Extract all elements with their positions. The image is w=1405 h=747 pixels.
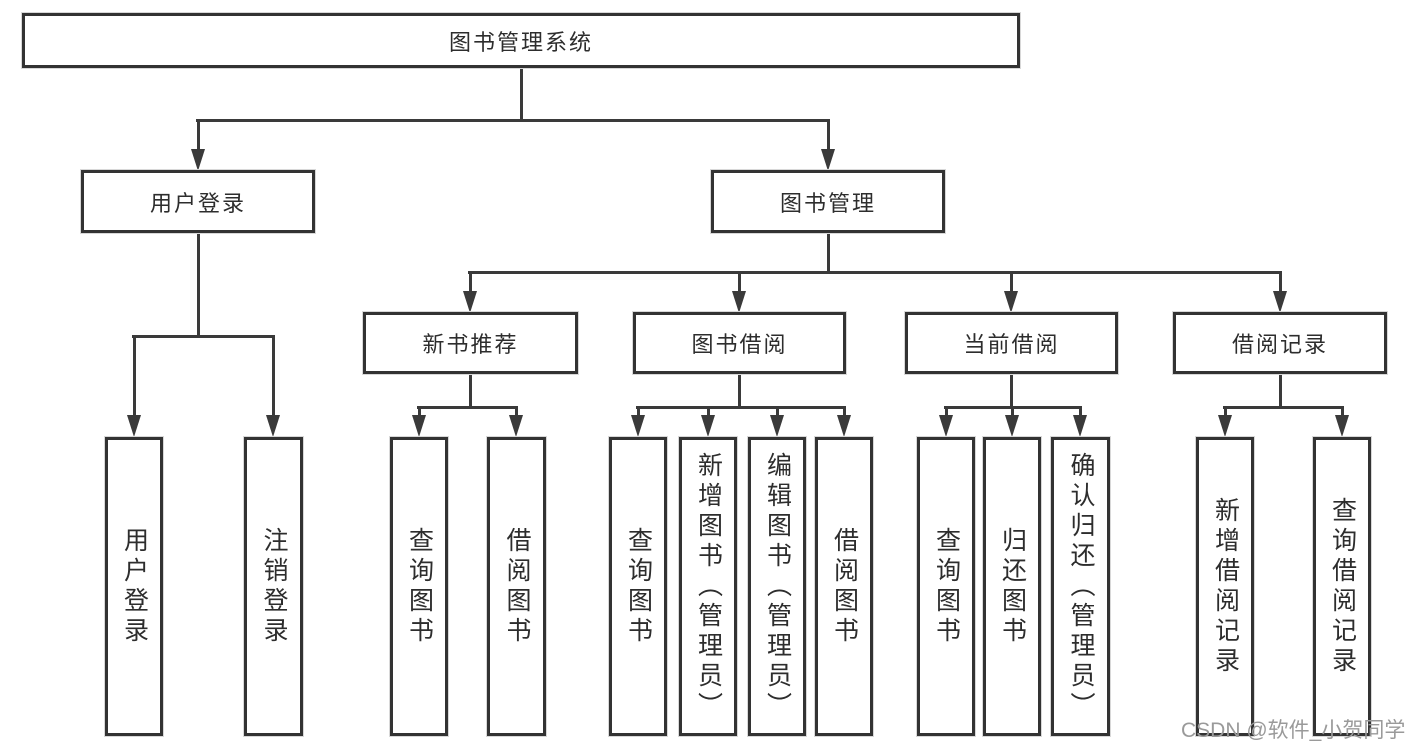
node-label-leaf-logout: 注销登录 <box>260 526 288 647</box>
node-label-leaf-add-book-admin: 新增图书（管理员） <box>694 451 723 722</box>
connector-arrow-line-14 <box>944 406 948 421</box>
arrowhead-icon-12 <box>770 415 784 437</box>
connector-arrow-line-8 <box>417 406 421 421</box>
connector-arrow-line-6 <box>1009 271 1013 297</box>
node-label-leaf-query-book-1: 查询图书 <box>405 526 434 647</box>
connector-hbar-1 <box>132 335 275 338</box>
node-label-leaf-return-book: 归还图书 <box>998 526 1027 647</box>
node-leaf-borrow-book-1: 借阅图书 <box>487 437 546 736</box>
node-label-book-management: 图书管理 <box>779 190 876 216</box>
connector-arrow-line-1 <box>826 119 830 155</box>
connector-arrow-line-5 <box>737 271 741 297</box>
arrowhead-icon-15 <box>1005 415 1019 437</box>
arrowhead-icon-6 <box>1004 291 1018 313</box>
arrowhead-icon-17 <box>1218 415 1232 437</box>
connector-hbar-2 <box>468 271 1282 274</box>
connector-arrow-line-15 <box>1010 406 1014 421</box>
connector-arrow-line-0 <box>196 119 200 155</box>
arrowhead-icon-13 <box>837 415 851 437</box>
node-user-login: 用户登录 <box>81 170 315 233</box>
connector-stem-1 <box>196 233 200 337</box>
node-leaf-query-borrow-record: 查询借阅记录 <box>1313 437 1371 736</box>
arrowhead-icon-9 <box>509 415 523 437</box>
node-leaf-user-login: 用户登录 <box>105 437 163 736</box>
node-leaf-query-book-3: 查询图书 <box>917 437 975 736</box>
connector-arrow-line-2 <box>132 335 136 421</box>
node-label-leaf-edit-book-admin: 编辑图书（管理员） <box>763 451 792 722</box>
node-leaf-logout: 注销登录 <box>244 437 303 736</box>
connector-arrow-line-9 <box>514 406 518 421</box>
node-label-leaf-query-book-3: 查询图书 <box>932 526 961 647</box>
connector-stem-0 <box>519 68 523 121</box>
node-leaf-edit-book-admin: 编辑图书（管理员） <box>748 437 806 736</box>
node-label-borrow-records: 借阅记录 <box>1231 332 1328 357</box>
arrowhead-icon-10 <box>631 415 645 437</box>
node-label-leaf-query-borrow-record: 查询借阅记录 <box>1328 496 1357 677</box>
node-label-leaf-confirm-return-admin: 确认归还（管理员） <box>1067 451 1095 722</box>
arrowhead-icon-18 <box>1335 415 1349 437</box>
node-leaf-add-borrow-record: 新增借阅记录 <box>1196 437 1254 736</box>
arrowhead-icon-11 <box>701 415 715 437</box>
connector-arrow-line-12 <box>775 406 779 421</box>
arrowhead-icon-0 <box>191 149 205 171</box>
connector-hbar-4 <box>636 406 846 409</box>
node-leaf-add-book-admin: 新增图书（管理员） <box>679 437 737 736</box>
connector-arrow-line-10 <box>636 406 640 421</box>
node-leaf-return-book: 归还图书 <box>983 437 1041 736</box>
node-root: 图书管理系统 <box>22 13 1020 68</box>
connector-hbar-6 <box>1223 406 1344 409</box>
watermark: CSDN @软件_小贺同学 <box>1181 719 1405 742</box>
connector-arrow-line-7 <box>1278 271 1282 297</box>
node-leaf-borrow-book-2: 借阅图书 <box>815 437 873 736</box>
connector-stem-3 <box>468 374 472 408</box>
connector-stem-6 <box>1278 374 1282 408</box>
arrowhead-icon-16 <box>1073 415 1087 437</box>
node-label-book-borrow: 图书借阅 <box>691 332 788 357</box>
node-label-leaf-borrow-book-2: 借阅图书 <box>830 526 859 647</box>
connector-stem-4 <box>737 374 741 408</box>
node-book-management: 图书管理 <box>711 170 945 233</box>
arrowhead-icon-4 <box>463 291 477 313</box>
node-leaf-query-book-2: 查询图书 <box>609 437 667 736</box>
connector-hbar-0 <box>196 119 830 122</box>
connector-hbar-3 <box>417 406 518 409</box>
connector-arrow-line-3 <box>271 335 275 421</box>
node-label-leaf-user-login: 用户登录 <box>120 526 149 647</box>
node-leaf-query-book-1: 查询图书 <box>390 437 448 736</box>
arrowhead-icon-3 <box>266 415 280 437</box>
node-borrow-records: 借阅记录 <box>1173 312 1387 374</box>
connector-arrow-line-11 <box>706 406 710 421</box>
node-label-leaf-borrow-book-1: 借阅图书 <box>503 526 531 647</box>
arrowhead-icon-7 <box>1273 291 1287 313</box>
node-label-current-borrow: 当前借阅 <box>963 332 1060 357</box>
arrowhead-icon-14 <box>939 415 953 437</box>
connector-arrow-line-13 <box>842 406 846 421</box>
node-new-book-recommend: 新书推荐 <box>363 312 578 374</box>
node-label-leaf-query-book-2: 查询图书 <box>624 526 653 647</box>
connector-arrow-line-16 <box>1078 406 1082 421</box>
connector-arrow-line-4 <box>468 271 472 297</box>
arrowhead-icon-5 <box>732 291 746 313</box>
connector-stem-2 <box>826 233 830 274</box>
node-label-leaf-add-borrow-record: 新增借阅记录 <box>1211 496 1240 677</box>
node-leaf-confirm-return-admin: 确认归还（管理员） <box>1051 437 1110 736</box>
arrowhead-icon-2 <box>127 415 141 437</box>
connector-arrow-line-17 <box>1223 406 1227 421</box>
connector-stem-5 <box>1009 374 1013 408</box>
node-label-new-book-recommend: 新书推荐 <box>422 332 519 357</box>
node-book-borrow: 图书借阅 <box>633 312 846 374</box>
arrowhead-icon-8 <box>412 415 426 437</box>
connector-arrow-line-18 <box>1340 406 1344 421</box>
node-label-user-login: 用户登录 <box>149 190 246 216</box>
node-current-borrow: 当前借阅 <box>905 312 1118 374</box>
arrowhead-icon-1 <box>821 149 835 171</box>
node-label-root: 图书管理系统 <box>448 29 593 55</box>
